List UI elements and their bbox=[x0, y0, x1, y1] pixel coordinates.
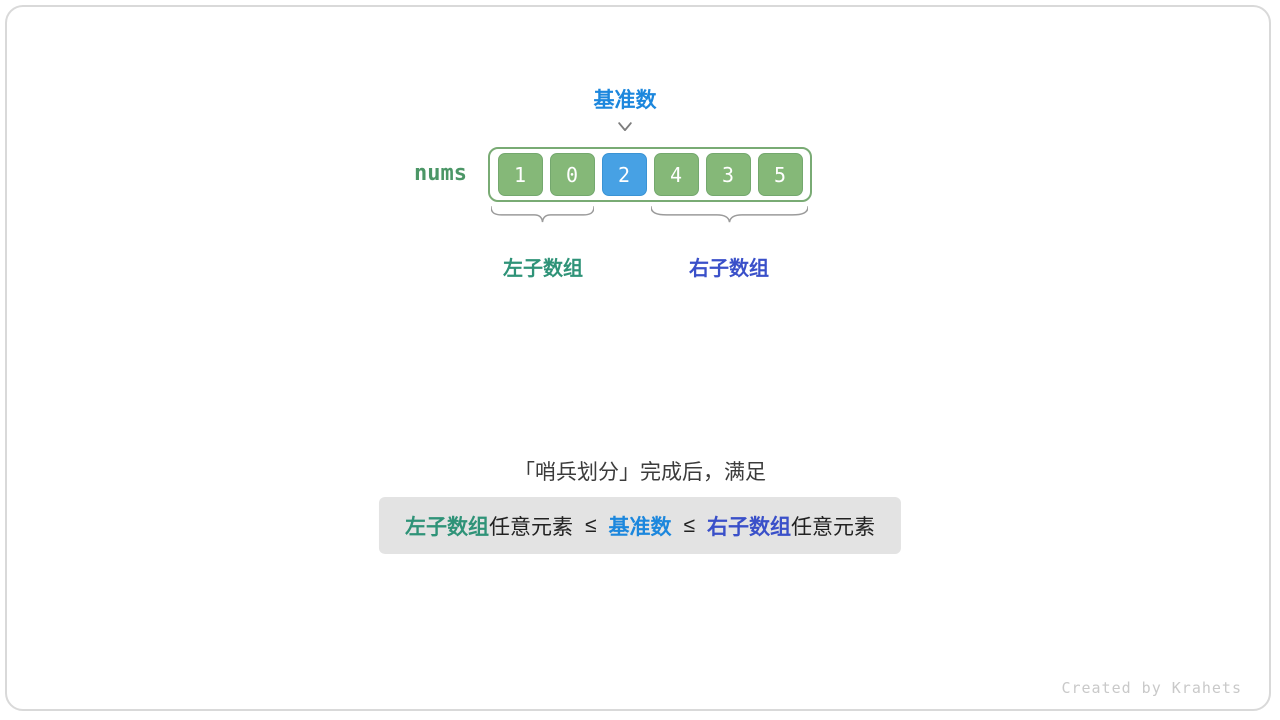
arrow-down-icon bbox=[618, 118, 632, 131]
left-underbrace-icon bbox=[491, 205, 594, 223]
condition-box: 左子数组任意元素≤基准数≤右子数组任意元素 bbox=[378, 497, 902, 554]
condition-right-suffix: 任意元素 bbox=[791, 515, 876, 539]
array-cell: 3 bbox=[705, 153, 751, 196]
page-card bbox=[5, 5, 1271, 711]
caption-text: 「哨兵划分」完成后，满足 bbox=[514, 461, 766, 484]
leq-symbol: ≤ bbox=[584, 513, 597, 537]
condition-right-term: 右子数组 bbox=[707, 515, 792, 539]
array-cell-pivot: 2 bbox=[601, 153, 647, 196]
array-name-label: nums bbox=[414, 161, 467, 186]
array-cell: 1 bbox=[497, 153, 543, 196]
array-cell: 4 bbox=[653, 153, 699, 196]
condition-left-term: 左子数组 bbox=[404, 515, 489, 539]
condition-left-suffix: 任意元素 bbox=[488, 515, 573, 539]
condition-pivot-term: 基准数 bbox=[608, 515, 672, 539]
watermark-credit: Created by Krahets bbox=[1061, 679, 1242, 697]
array-cell: 0 bbox=[549, 153, 595, 196]
pivot-label: 基准数 bbox=[593, 89, 657, 112]
array-cell: 5 bbox=[757, 153, 803, 196]
left-subarray-label: 左子数组 bbox=[503, 258, 583, 280]
right-underbrace-icon bbox=[651, 205, 808, 223]
leq-symbol: ≤ bbox=[683, 513, 696, 537]
array: 1 0 2 4 3 5 bbox=[488, 147, 812, 202]
right-subarray-label: 右子数组 bbox=[689, 258, 769, 280]
